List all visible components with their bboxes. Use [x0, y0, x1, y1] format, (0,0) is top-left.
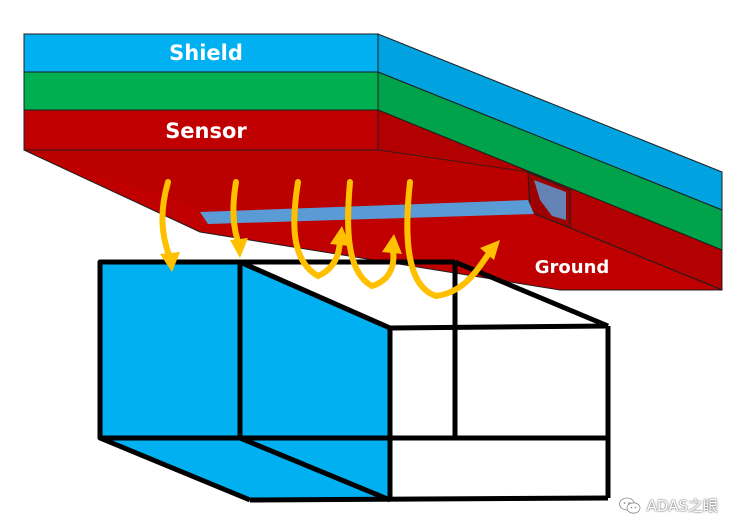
ground-label: Ground: [535, 257, 610, 278]
object-left-face: [100, 262, 240, 438]
field-arrow-5: [404, 179, 493, 300]
object-bottom-face: [100, 438, 390, 500]
field-arrow-4-head: [382, 234, 402, 254]
field-arrow-3-head: [330, 226, 350, 246]
shield-layer: [23, 33, 379, 73]
field-arrow-4: [345, 179, 397, 290]
target-object: [97, 259, 611, 503]
watermark: ADAS之眼: [618, 495, 718, 516]
watermark-text: ADAS之眼: [646, 497, 718, 515]
electric-field-arrows: [159, 179, 500, 300]
wechat-icon: [618, 497, 641, 514]
sensor-stack: Shield Sensor Ground: [23, 33, 723, 291]
field-arrow-3: [291, 179, 343, 280]
sensor-label: Sensor: [165, 119, 247, 143]
field-arrow-5-head: [480, 240, 500, 260]
sensor-underside-shade: [24, 150, 528, 212]
middle-layer: [23, 71, 379, 111]
step-notch-blue: [534, 180, 566, 220]
field-arrow-2-head: [230, 238, 248, 258]
sensor-layer: [23, 109, 379, 151]
shield-label: Shield: [169, 41, 243, 65]
field-arrow-1-head: [160, 252, 180, 272]
blue-strip: [200, 200, 534, 224]
